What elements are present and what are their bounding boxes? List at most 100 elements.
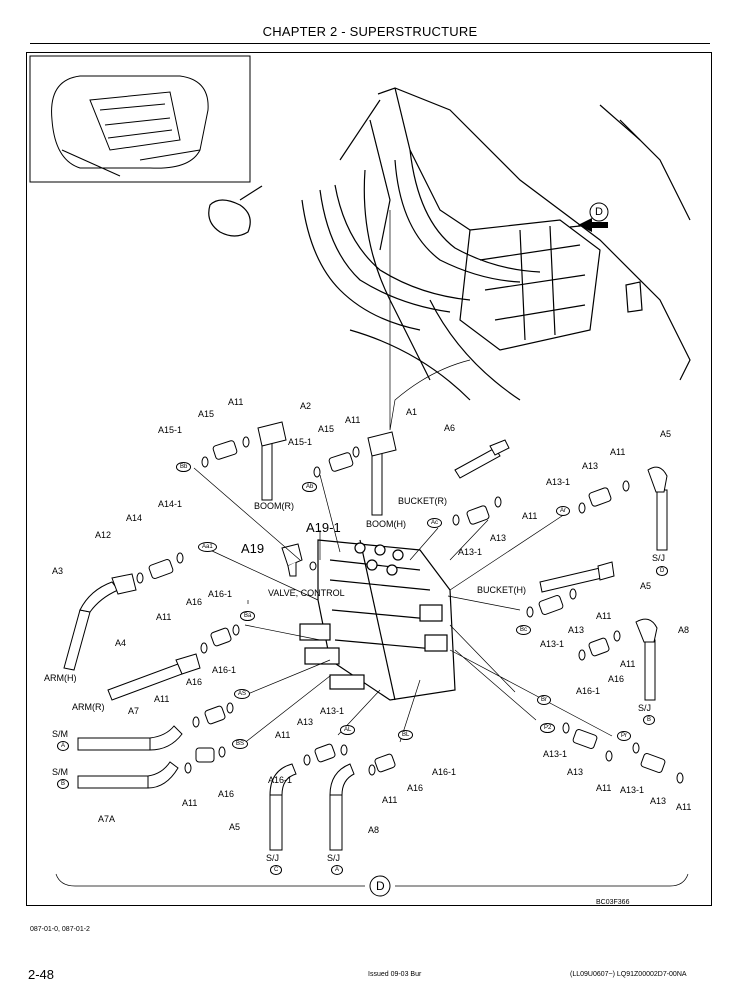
label-a19-1: A19-1	[306, 520, 341, 535]
label-a1: A1	[406, 407, 418, 417]
label-a15: A15	[318, 424, 335, 434]
label-a5: A5	[660, 429, 672, 439]
label-a15: A15	[198, 409, 215, 419]
circle-letter-b: B	[57, 779, 70, 789]
circle-letter-d: D	[656, 566, 669, 576]
label-a16: A16	[186, 597, 203, 607]
inset-frame	[29, 55, 251, 183]
view-d-label: D	[595, 206, 603, 218]
label-a11: A11	[620, 659, 636, 669]
label-sj-b: S/J	[638, 703, 652, 713]
label-a11: A11	[676, 802, 692, 812]
port-tag-br: Br	[537, 695, 551, 705]
figure-id: BC03F366	[596, 899, 630, 906]
label-a16-1: A16-1	[432, 767, 457, 777]
port-tag-ab: Ab	[302, 482, 318, 492]
label-valve-control: VALVE, CONTROL	[268, 588, 345, 598]
hoses	[63, 421, 668, 851]
leader-lines	[55, 210, 689, 887]
label-a13: A13	[650, 796, 667, 806]
label-a16: A16	[608, 674, 625, 684]
page-number: 2-48	[28, 967, 55, 982]
figure-frame	[26, 52, 712, 906]
label-a15-1: A15-1	[158, 425, 183, 435]
view-d-arrow	[578, 202, 609, 232]
label-a11: A11	[382, 795, 398, 805]
port-tag-ac: Ac	[427, 518, 443, 528]
label-a16: A16	[407, 783, 424, 793]
label-a7: A7	[128, 706, 140, 716]
header-rule	[30, 43, 710, 44]
label-a14: A14	[126, 513, 143, 523]
circle-letter-a: A	[331, 865, 344, 875]
label-a2: A2	[300, 401, 312, 411]
label-a13: A13	[297, 717, 314, 727]
label-a13-1: A13-1	[458, 547, 483, 557]
label-a15-1: A15-1	[288, 437, 313, 447]
circle-letter-a: A	[57, 741, 70, 751]
footer-codes: (LL09U0607~) LQ91Z00002D7-00NA	[570, 971, 687, 978]
label-arm-r: ARM(R)	[72, 702, 105, 712]
port-tag-aa1: Aa1	[198, 542, 217, 552]
machine-outline	[208, 87, 691, 401]
footer-ref: 087-01-0, 087-01-2	[30, 926, 90, 933]
port-tag-as: AS	[234, 689, 251, 699]
port-tag-ba: Ba	[240, 611, 256, 621]
label-a16-1: A16-1	[268, 775, 293, 785]
o-rings	[136, 436, 684, 784]
port-tag-bs: BS	[232, 739, 249, 749]
label-a8: A8	[678, 625, 690, 635]
label-a11: A11	[345, 415, 361, 425]
circle-letter-c: C	[270, 865, 283, 875]
label-arm-h: ARM(H)	[44, 673, 77, 683]
port-tag-bc: Bc	[516, 625, 532, 635]
port-tag-ar: Ar	[556, 506, 570, 516]
label-a6: A6	[444, 423, 456, 433]
label-a11: A11	[275, 730, 291, 740]
label-bucket-h: BUCKET(H)	[477, 585, 526, 595]
label-a5: A5	[229, 822, 241, 832]
label-a13: A13	[568, 625, 585, 635]
label-a11: A11	[596, 783, 612, 793]
control-valve-body	[299, 539, 456, 701]
label-bucket-r: BUCKET(R)	[398, 496, 447, 506]
label-a13-1: A13-1	[540, 639, 565, 649]
label-sj-a: S/J	[327, 853, 341, 863]
view-d-bottom-label: D	[376, 879, 385, 893]
label-a11: A11	[154, 694, 170, 704]
label-a13: A13	[567, 767, 584, 777]
label-a11: A11	[182, 798, 198, 808]
label-a14-1: A14-1	[158, 499, 183, 509]
label-a13: A13	[490, 533, 507, 543]
label-sm-a: S/M	[52, 729, 69, 739]
label-a13-1: A13-1	[546, 477, 571, 487]
label-sj-d: S/J	[652, 553, 666, 563]
label-a12: A12	[95, 530, 112, 540]
label-a11: A11	[596, 611, 612, 621]
label-a13-1: A13-1	[320, 706, 345, 716]
label-a11: A11	[610, 447, 626, 457]
chapter-title: CHAPTER 2 - SUPERSTRUCTURE	[262, 24, 478, 39]
label-a7a: A7A	[98, 814, 116, 824]
label-a16: A16	[186, 677, 203, 687]
label-sm-b: S/M	[52, 767, 69, 777]
label-a16-1: A16-1	[208, 589, 233, 599]
label-a4: A4	[115, 638, 127, 648]
label-a19: A19	[241, 541, 265, 556]
label-a13-1: A13-1	[543, 749, 568, 759]
label-a13: A13	[582, 461, 599, 471]
label-a16-1: A16-1	[212, 665, 237, 675]
label-a16-1: A16-1	[576, 686, 601, 696]
fittings	[148, 440, 666, 773]
view-d-circle	[369, 875, 391, 897]
label-a11: A11	[228, 397, 244, 407]
label-a11: A11	[156, 612, 172, 622]
footer-issued: Issued 09-03 Bur	[368, 971, 422, 978]
label-a16: A16	[218, 789, 235, 799]
port-tag-bl: BL	[398, 730, 414, 740]
label-a8: A8	[368, 825, 380, 835]
port-tag-bb: Bb	[176, 462, 192, 472]
label-a11: A11	[522, 511, 538, 521]
port-tag-p2: P2	[540, 723, 556, 733]
